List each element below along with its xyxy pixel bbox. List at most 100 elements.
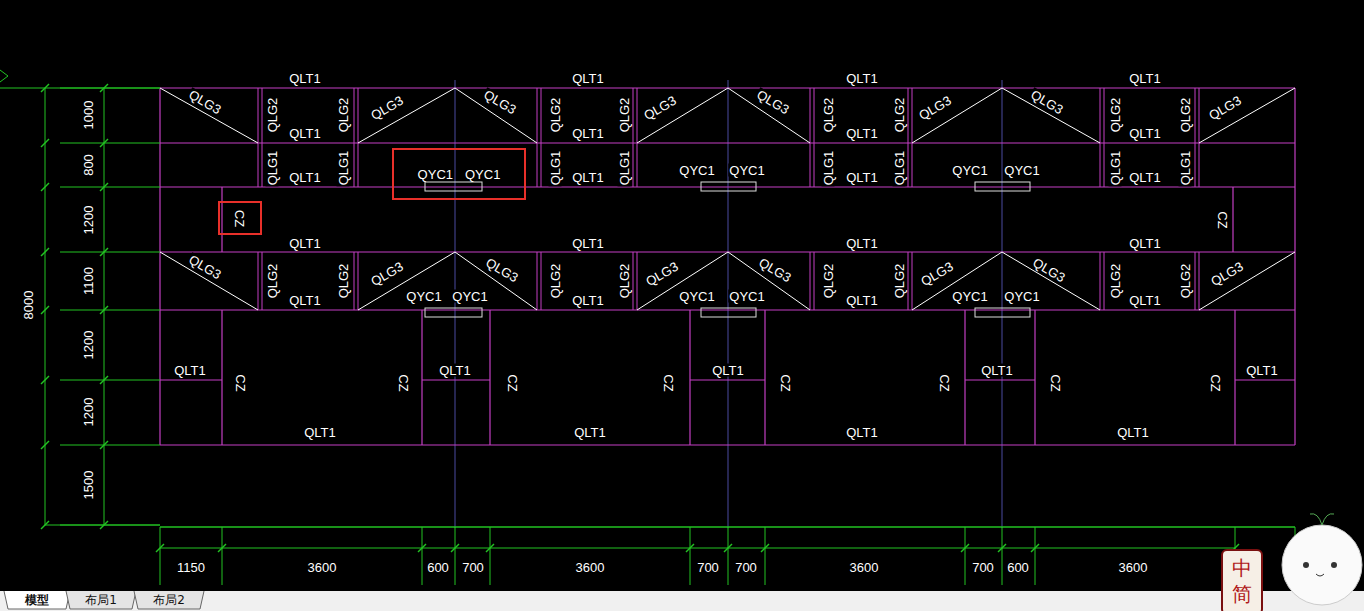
- diagonal-line: [912, 252, 1002, 310]
- cad-label: QLG2: [893, 97, 906, 134]
- cad-label: QLG2: [618, 97, 631, 134]
- dim-line: [60, 380, 160, 381]
- cad-label: CZ: [506, 373, 519, 392]
- cad-label: QLT1: [438, 364, 472, 377]
- beam-symbol: [701, 308, 756, 317]
- cad-label: 1100: [82, 266, 95, 296]
- dim-tick: [418, 544, 426, 552]
- cad-label: 1150: [176, 561, 206, 574]
- dim-line: [422, 527, 423, 585]
- layout-tab: [4, 591, 70, 609]
- mascot-sprout: [1310, 514, 1334, 525]
- wall-line: [258, 252, 259, 310]
- dim-line: [728, 527, 729, 585]
- highlight-box: QYC1QYC1: [392, 148, 526, 200]
- wall-line: [1104, 252, 1105, 310]
- cad-label: 3600: [849, 561, 880, 574]
- cad-label: CZ: [938, 373, 951, 392]
- wall-line: [814, 88, 815, 187]
- wall-line: [262, 252, 263, 310]
- cad-label: 1000: [82, 100, 95, 131]
- diagonal-line: [1199, 88, 1295, 143]
- cad-label: 8000: [22, 290, 35, 321]
- dim-tick: [100, 376, 108, 384]
- cad-label: QLG1: [266, 150, 279, 187]
- cad-label: QYC1: [728, 290, 765, 303]
- dim-tick: [41, 84, 49, 92]
- diagonal-line: [1002, 252, 1100, 310]
- dim-line: [455, 527, 456, 585]
- cad-label: QLT1: [845, 294, 879, 307]
- wall-line: [358, 252, 359, 310]
- dim-tick: [486, 544, 494, 552]
- cad-label: QLG3: [756, 255, 794, 285]
- dim-line: [160, 527, 161, 585]
- cad-label: QLG3: [916, 93, 954, 123]
- cad-label: QLG1: [549, 150, 562, 187]
- cad-label: QLT1: [845, 127, 879, 140]
- wall-line: [160, 309, 1295, 310]
- dim-line: [965, 527, 966, 585]
- cad-label: CZ: [779, 373, 792, 392]
- cad-label: 600: [426, 561, 450, 574]
- wall-line: [422, 379, 490, 380]
- wall-line: [908, 88, 909, 187]
- ime-card: [1222, 550, 1262, 611]
- dim-line: [222, 527, 223, 585]
- wall-line: [1195, 88, 1196, 187]
- tab-text: 模型: [24, 594, 50, 606]
- tab-text: 简: [1231, 584, 1253, 604]
- wall-line: [354, 88, 355, 187]
- cad-label: 700: [461, 561, 485, 574]
- wall-line: [258, 88, 259, 187]
- cad-label: QLG2: [618, 263, 631, 300]
- level-mark: [0, 70, 8, 82]
- cad-label: QLT1: [571, 294, 605, 307]
- wall-line: [354, 252, 355, 310]
- cad-label: 1200: [82, 330, 95, 361]
- beam-symbol: [425, 182, 482, 191]
- wall-line: [160, 379, 222, 380]
- cad-label: QLG3: [918, 259, 956, 289]
- cad-label: QLG3: [368, 259, 406, 289]
- cad-label: QLT1: [288, 171, 322, 184]
- dim-tick: [41, 248, 49, 256]
- wall-line: [810, 252, 811, 310]
- cad-label: QLG1: [618, 150, 631, 187]
- mascot-eye: [1303, 562, 1309, 568]
- cad-label: QYC1: [951, 164, 988, 177]
- dim-line: [765, 527, 766, 585]
- dim-tick: [724, 544, 732, 552]
- wall-line: [221, 187, 222, 252]
- dim-tick: [41, 376, 49, 384]
- wall-line: [637, 88, 638, 187]
- dim-tick: [41, 521, 49, 529]
- dim-line: [60, 252, 160, 253]
- cad-label: QLT1: [1128, 171, 1162, 184]
- cad-label: QLG1: [822, 150, 835, 187]
- dim-line: [1035, 527, 1036, 585]
- wall-line: [1235, 379, 1295, 380]
- wall-line: [633, 252, 634, 310]
- dim-tick: [961, 544, 969, 552]
- cad-label: 700: [734, 561, 758, 574]
- dim-tick: [41, 183, 49, 191]
- cad-label: QYC1: [1003, 164, 1040, 177]
- wall-line: [965, 379, 1035, 380]
- cad-label: QLG2: [822, 263, 835, 300]
- dim-tick: [156, 544, 164, 552]
- wall-line: [1100, 252, 1101, 310]
- dim-line: [104, 88, 105, 525]
- highlight-box: CZ: [218, 201, 262, 235]
- cad-label: QLT1: [845, 237, 879, 250]
- cad-label: QLT1: [1128, 72, 1162, 85]
- cad-label: QLG3: [186, 87, 224, 117]
- cad-label: 700: [971, 561, 995, 574]
- wall-line: [541, 252, 542, 310]
- box-label: QYC1: [418, 168, 453, 181]
- cad-label: QLG1: [1179, 150, 1192, 187]
- dim-line: [45, 88, 46, 525]
- cad-label: QYC1: [678, 290, 715, 303]
- diagonal-line: [912, 88, 1002, 143]
